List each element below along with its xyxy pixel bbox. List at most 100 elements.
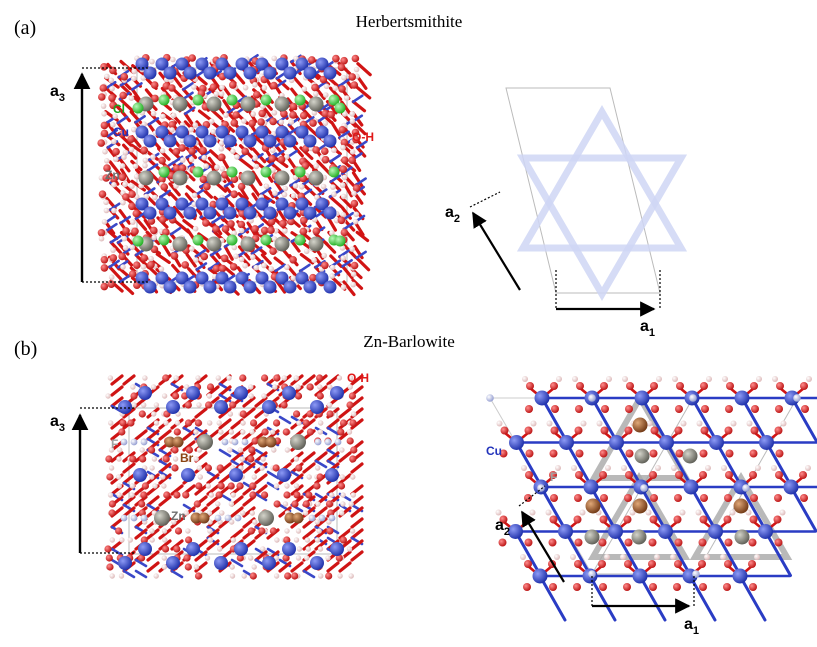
hydrogen-atom <box>226 375 232 381</box>
hydrogen-atom <box>215 501 221 507</box>
hydrogen-atom <box>203 163 209 169</box>
oxygen-atom <box>326 410 334 418</box>
hydrogen-atom <box>314 519 320 525</box>
a1-axis-b: a1 <box>591 576 699 637</box>
bond <box>194 484 208 496</box>
cu-atom <box>195 125 209 139</box>
oxygen-atom <box>138 500 146 508</box>
oxygen-atom <box>122 227 130 235</box>
hydrogen-atom <box>780 420 787 427</box>
hydrogen-atom <box>208 118 215 125</box>
hydrogen-atom <box>241 573 247 579</box>
bond <box>276 208 288 225</box>
cl-label: Cl <box>113 102 125 116</box>
cu-atom <box>163 206 177 220</box>
bond <box>218 385 232 397</box>
hydrogen-atom <box>193 456 199 462</box>
hydrogen-atom <box>142 157 149 164</box>
bond <box>122 473 136 485</box>
oxygen-atom <box>574 426 583 435</box>
cu-atom <box>234 542 248 556</box>
bond <box>690 396 719 444</box>
oxygen-atom <box>273 419 281 427</box>
oxygen-atom <box>575 449 584 458</box>
bond <box>250 183 262 199</box>
oxygen-atom <box>339 165 348 173</box>
oxygen-atom <box>549 583 557 591</box>
hydrogen-atom <box>149 465 155 471</box>
f-label: F <box>111 437 118 451</box>
bond <box>230 558 244 568</box>
oxygen-atom <box>199 146 207 155</box>
bond <box>108 160 122 176</box>
hydrogen-atom <box>572 376 578 382</box>
hydrogen-atom <box>696 420 703 427</box>
oxygen-atom <box>550 382 558 390</box>
zn-atom <box>240 170 256 186</box>
bond <box>314 459 328 469</box>
oxygen-atom <box>525 471 533 479</box>
oxygen-atom <box>173 164 181 173</box>
oxygen-atom <box>194 419 202 427</box>
cu-atom <box>783 479 799 495</box>
oxygen-atom <box>138 410 146 418</box>
cu-atom <box>583 479 599 495</box>
bond <box>290 561 304 573</box>
bond <box>278 561 292 573</box>
oxygen-atom <box>110 175 118 184</box>
oxygen-atom <box>251 225 259 233</box>
hydrogen-atom <box>118 573 125 579</box>
bond <box>110 517 124 529</box>
oxygen-atom <box>700 494 708 502</box>
oxygen-atom <box>248 446 256 454</box>
br-atom <box>164 436 176 448</box>
hydrogen-atom <box>130 384 136 390</box>
oxygen-atom <box>227 482 235 490</box>
cu-atom <box>229 468 243 482</box>
oxygen-atom <box>699 583 707 591</box>
hydrogen-atom <box>231 244 238 251</box>
zn-atom <box>631 529 647 545</box>
a1-axis-a: a1 <box>555 270 661 339</box>
cl-atom <box>334 102 346 114</box>
br-atom <box>172 436 184 448</box>
cu-atom <box>235 197 249 211</box>
hydrogen-atom <box>120 199 126 206</box>
cu-atom <box>310 556 324 570</box>
cl-atom <box>328 166 340 178</box>
bond <box>290 473 304 485</box>
hydrogen-atom <box>654 554 660 560</box>
panel-b: (b) Zn-Barlowite a3 O-H F Br Zn Cu F <box>14 332 817 637</box>
oxygen-atom <box>178 164 187 172</box>
oxygen-atom <box>525 405 533 413</box>
hydrogen-atom <box>242 84 249 91</box>
hydrogen-atom <box>238 227 245 234</box>
bond <box>540 396 569 444</box>
bond <box>146 550 160 562</box>
bond <box>218 473 232 485</box>
oxygen-atom <box>162 545 170 553</box>
oxygen-atom <box>128 202 136 211</box>
hydrogen-atom <box>261 262 267 269</box>
oxygen-atom <box>598 538 607 547</box>
bond <box>242 506 256 518</box>
bond <box>146 495 160 507</box>
hydrogen-atom <box>133 173 140 180</box>
bond <box>342 221 355 231</box>
oxygen-atom <box>227 220 235 228</box>
hydrogen-atom <box>250 111 256 117</box>
hydrogen-atom <box>340 212 347 218</box>
oxygen-atom <box>340 228 349 237</box>
panel-a-title: Herbertsmithite <box>356 12 463 31</box>
hydrogen-atom <box>119 537 125 543</box>
oh-label: O-H <box>352 130 374 144</box>
hydrogen-atom <box>218 146 225 152</box>
oxygen-atom <box>270 81 278 90</box>
cu-atom <box>263 66 277 80</box>
oxygen-atom <box>212 225 220 233</box>
oxygen-atom <box>332 54 340 63</box>
cu-atom <box>255 271 269 285</box>
oxygen-atom <box>573 515 582 524</box>
hydrogen-atom <box>271 110 278 116</box>
bond <box>169 226 182 236</box>
